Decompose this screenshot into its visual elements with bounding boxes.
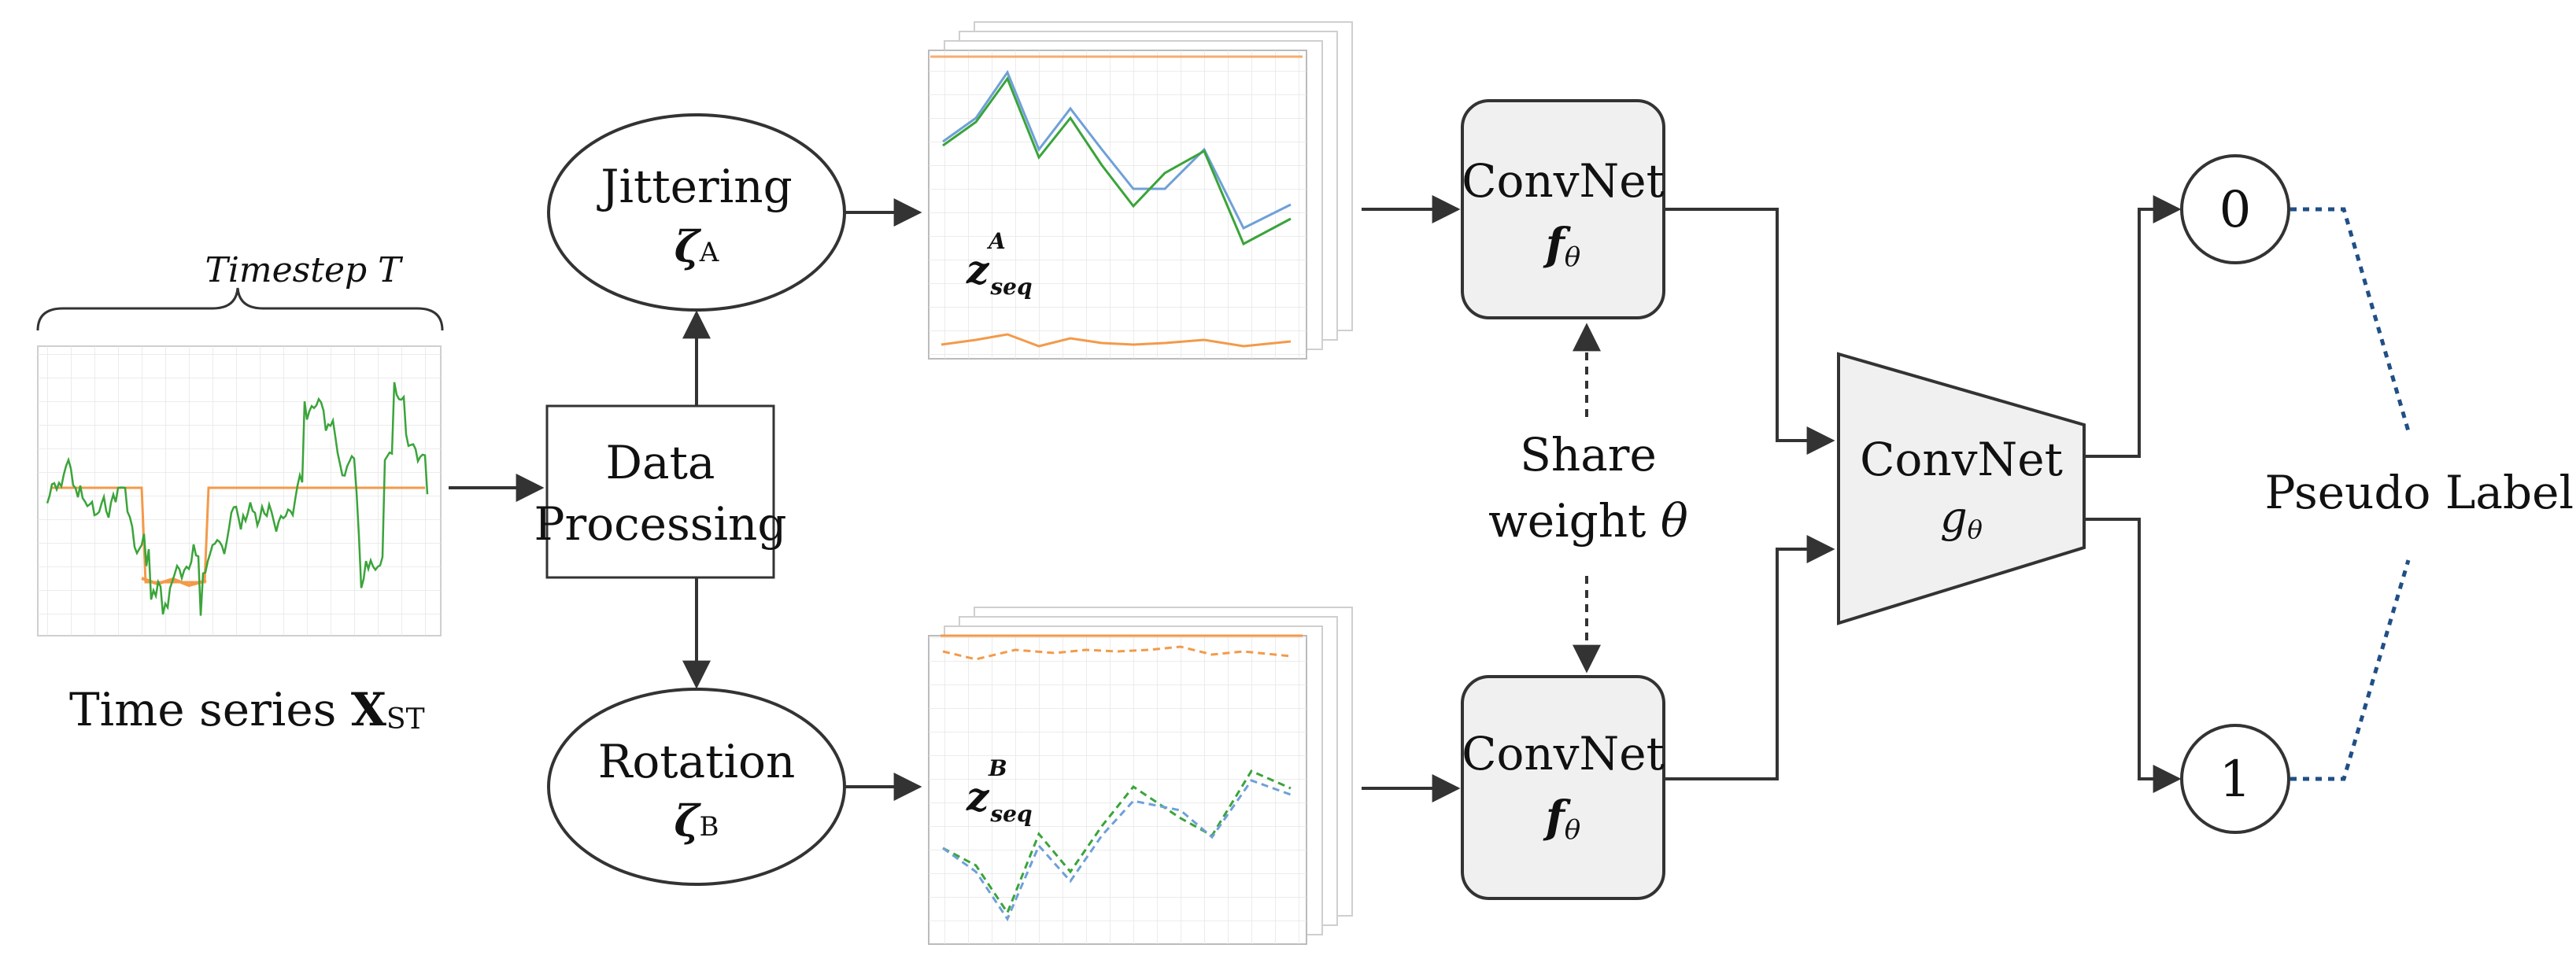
data-processing-line1: Data	[606, 436, 715, 489]
rotation-label: Rotation	[598, 735, 796, 788]
timestep-brace	[36, 287, 444, 331]
output-node-0	[2180, 154, 2290, 264]
arrow-g-to-output-0	[2084, 195, 2182, 458]
plot-b-green-line	[942, 769, 1292, 916]
augmented-plot-stack-b	[928, 607, 1353, 945]
timeseries-caption: Time series XST	[69, 683, 425, 736]
jittering-label: Jittering	[597, 160, 793, 213]
plot-a-orange-line	[941, 333, 1292, 348]
convnet-f-top-symbol: fθ	[1543, 219, 1581, 273]
timeseries-plot	[37, 345, 442, 636]
plot-b-orange-line	[942, 645, 1292, 661]
convnet-f-bottom-symbol: fθ	[1543, 791, 1581, 846]
plot-a-green-line	[942, 76, 1292, 246]
data-processing-line2: Processing	[534, 497, 786, 551]
output-node-1-label: 1	[2219, 751, 2252, 809]
output-node-1	[2180, 724, 2290, 834]
dotted-link-0	[2290, 207, 2411, 432]
convnet-f-top	[1461, 99, 1665, 319]
timeseries-orange-line	[51, 486, 425, 584]
jittering-symbol: ζA	[674, 221, 719, 271]
convnet-f-bottom	[1461, 675, 1665, 900]
timeseries-green-line	[46, 382, 429, 616]
rotation-symbol: ζB	[674, 795, 719, 846]
convnet-f-bottom-label: ConvNet	[1462, 727, 1665, 780]
dotted-link-1	[2290, 559, 2411, 781]
augmented-plot-stack-a	[928, 21, 1353, 360]
arrow-convnet-bottom-to-g	[1664, 535, 1835, 780]
share-weight-line1: Share	[1520, 428, 1657, 481]
arrow-convnet-top-to-g	[1664, 208, 1835, 455]
pseudo-label: Pseudo Label	[2265, 466, 2574, 519]
plot-a-blue-line	[942, 69, 1292, 231]
plot-b-label: zseqB	[966, 755, 1033, 827]
arrow-g-to-output-1	[2084, 518, 2182, 793]
convnet-g-label: ConvNet	[1860, 433, 2063, 486]
output-node-0-label: 0	[2219, 181, 2252, 239]
convnet-f-top-label: ConvNet	[1462, 154, 1665, 208]
plot-b-blue-line	[942, 779, 1292, 922]
plot-a-label: zseqA	[966, 228, 1033, 300]
share-weight-line2: weight θ	[1488, 494, 1688, 548]
convnet-g-symbol: gθ	[1940, 493, 1983, 544]
timestep-label: Timestep T	[205, 250, 405, 290]
convnet-g	[1837, 352, 2086, 625]
data-processing-box	[545, 404, 775, 579]
